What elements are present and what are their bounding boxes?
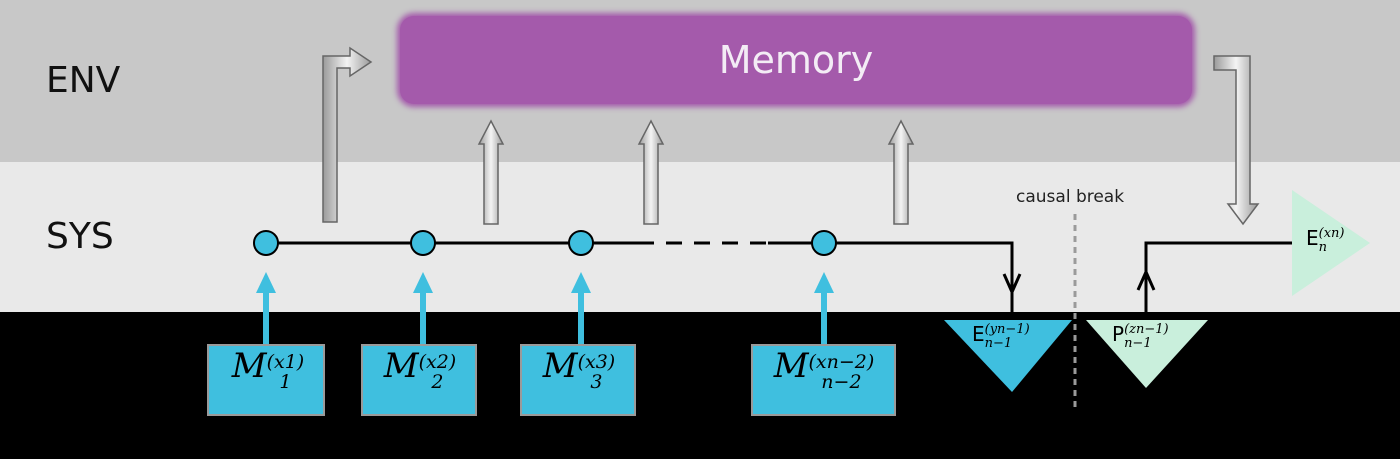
op-input-arrow-1 bbox=[256, 272, 276, 344]
op-box-1 bbox=[207, 344, 325, 416]
op-label-n-2: M(xn−2)n−2 bbox=[773, 346, 875, 393]
timeline-rise-arrowhead bbox=[1136, 268, 1156, 291]
timeline-node-n-2 bbox=[811, 230, 837, 256]
final-effect-triangle bbox=[1292, 190, 1370, 296]
memory-box: Memory bbox=[400, 16, 1192, 104]
op-box-2 bbox=[361, 344, 477, 416]
preparation-triangle bbox=[1086, 320, 1208, 388]
op-input-arrow-3 bbox=[571, 272, 591, 344]
memory-up-arrow-3 bbox=[887, 119, 915, 225]
op-input-arrow-4 bbox=[814, 272, 834, 344]
op-label-1: M(x1)1 bbox=[231, 346, 305, 393]
env-row-label: ENV bbox=[46, 60, 121, 101]
timeline-drop-arrowhead bbox=[1002, 273, 1022, 296]
memory-up-arrow-2 bbox=[637, 119, 665, 225]
causal-break-label: causal break bbox=[1016, 187, 1125, 207]
timeline-node-1 bbox=[253, 230, 279, 256]
op-input-arrow-2 bbox=[413, 272, 433, 344]
final-effect-label: E(xn)n bbox=[1306, 225, 1345, 255]
effect-label: E(yn−1)n−1 bbox=[972, 321, 1030, 351]
memory-label: Memory bbox=[718, 38, 874, 82]
preparation-label: P(zn−1)n−1 bbox=[1112, 321, 1169, 351]
op-label-3: M(x3)3 bbox=[542, 346, 616, 393]
effect-triangle bbox=[944, 320, 1072, 392]
timeline-node-3 bbox=[568, 230, 594, 256]
memory-output-arrow bbox=[1213, 55, 1260, 226]
op-box-n-2 bbox=[751, 344, 896, 416]
timeline-node-2 bbox=[410, 230, 436, 256]
sys-row-label: SYS bbox=[46, 216, 114, 257]
memory-up-arrow-1 bbox=[477, 119, 505, 225]
memory-input-arrow bbox=[322, 46, 373, 223]
op-box-3 bbox=[520, 344, 636, 416]
op-label-2: M(x2)2 bbox=[383, 346, 457, 393]
sys-band bbox=[0, 162, 1400, 312]
